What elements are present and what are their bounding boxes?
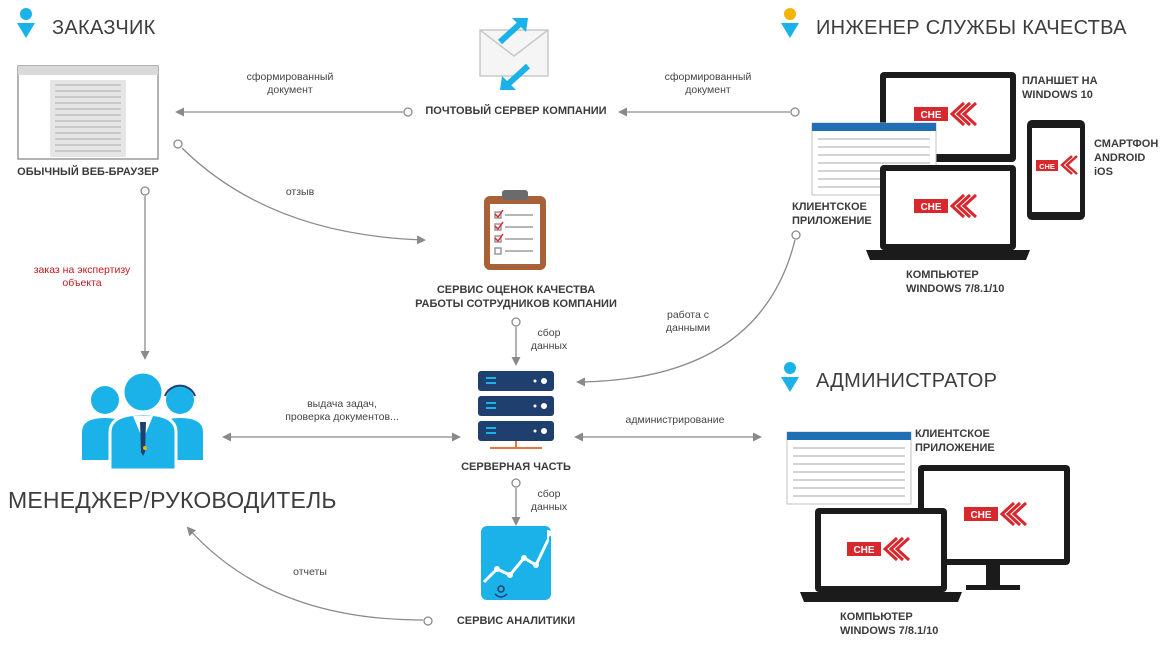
edge-label-tasks: выдача задач, проверка документов... [285, 398, 399, 424]
role-admin: АДМИНИСТРАТОР [816, 370, 998, 392]
edge-label-doc-right: сформированный документ [664, 71, 752, 97]
edge-analytics-to-manager [186, 526, 424, 621]
edge-browser-to-quality [181, 147, 426, 245]
node-server-label: СЕРВЕРНАЯ ЧАСТЬ [461, 461, 571, 473]
customer-icon [17, 8, 35, 38]
edge-label-data-work: работа с данными [665, 309, 711, 335]
clipboard-icon [484, 190, 546, 270]
edge-label-order: заказ на экспертизу объекта [33, 264, 131, 290]
role-manager: МЕНЕДЖЕР/РУКОВОДИТЕЛЬ [8, 487, 337, 513]
admin-icon [781, 362, 799, 392]
desktop-admin-icon [918, 465, 1070, 590]
role-customer: ЗАКАЗЧИК [52, 17, 156, 39]
node-analytics-label: СЕРВИС АНАЛИТИКИ [456, 615, 576, 627]
client-app-window-admin [786, 431, 912, 505]
edge-engineer-to-server [576, 239, 796, 387]
edge-label-feedback: отзыв [285, 186, 315, 198]
device-computer-eng-label: КОМПЬЮТЕР WINDOWS 7/8.1/10 [906, 269, 1005, 295]
edge-label-collect-1: сбор данных [530, 327, 568, 353]
device-client-app-admin-label: КЛИЕНТСКОЕ ПРИЛОЖЕНИЕ [915, 428, 995, 454]
laptop-eng-icon [866, 165, 1030, 260]
role-engineer: ИНЖЕНЕР СЛУЖБЫ КАЧЕСТВА [816, 17, 1127, 39]
edge-label-administration: администрирование [625, 414, 725, 426]
edge-label-doc-left: сформированный документ [246, 71, 334, 97]
engineer-icon [781, 8, 799, 38]
device-tablet-label: ПЛАНШЕТ НА WINDOWS 10 [1022, 75, 1098, 101]
browser-window-icon [17, 65, 159, 160]
svg-text:CHE: CHE [1039, 162, 1055, 171]
mail-envelope-icon [479, 18, 549, 90]
device-smartphone-label: СМАРТФОН ANDROID iOS [1094, 138, 1159, 178]
node-mail-label: ПОЧТОВЫЙ СЕРВЕР КОМПАНИИ [425, 105, 607, 117]
manager-team-icon [82, 370, 203, 472]
device-computer-admin-label: КОМПЬЮТЕР WINDOWS 7/8.1/10 [840, 611, 939, 637]
server-stack-icon [478, 371, 554, 449]
device-client-app-eng-label: КЛИЕНТСКОЕ ПРИЛОЖЕНИЕ [792, 201, 872, 227]
smartphone-icon: CHE [1027, 120, 1085, 220]
node-browser-label: ОБЫЧНЫЙ ВЕБ-БРАУЗЕР [17, 166, 159, 178]
edge-label-reports: отчеты [293, 566, 327, 578]
node-quality-label: СЕРВИС ОЦЕНОК КАЧЕСТВА РАБОТЫ СОТРУДНИКО… [415, 284, 617, 310]
laptop-admin-icon [800, 508, 962, 602]
edge-label-collect-2: сбор данных [530, 488, 568, 514]
analytics-chart-icon [481, 526, 558, 600]
